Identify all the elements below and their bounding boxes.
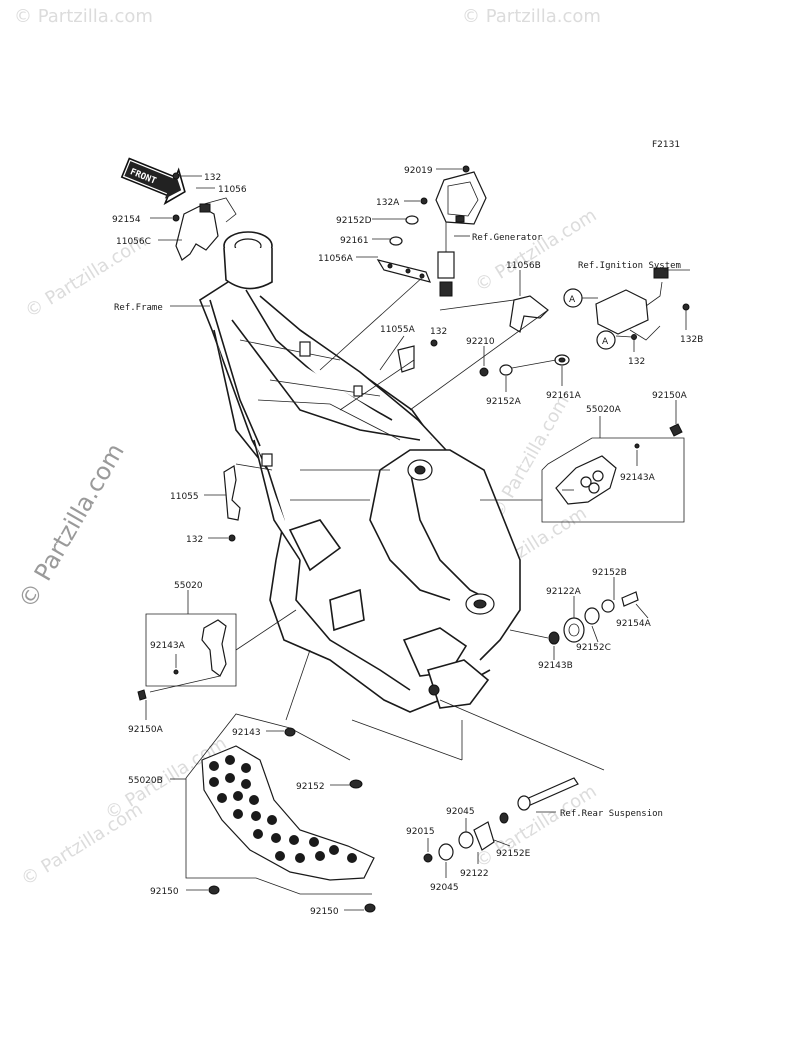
part-label: 92150A (128, 725, 164, 735)
bracket-11055-drawing (223, 465, 241, 542)
bracket-11055a-drawing (397, 339, 438, 373)
part-label: 11056C (116, 237, 151, 247)
regulator-drawing (435, 165, 487, 297)
part-label: 92045 (446, 807, 475, 817)
watermark-text: © Partzilla.com (486, 392, 574, 523)
part-label: 11056A (318, 254, 354, 264)
part-label: 132A (376, 198, 400, 208)
part-label: 92152 (296, 782, 325, 792)
bracket-11056a-drawing (376, 197, 431, 283)
front-arrow-icon: FRONT (120, 157, 186, 206)
watermark-group: © Partzilla.com © Partzilla.com © Partzi… (13, 6, 601, 890)
callout-a-label: A (569, 295, 576, 305)
collar-set-drawing (479, 354, 570, 377)
part-label: 132B (680, 335, 703, 345)
part-label: 132 (186, 535, 203, 545)
part-label: 92143A (620, 473, 656, 483)
part-label: 92122A (546, 587, 582, 597)
skid-plate-drawing (185, 713, 376, 913)
part-label: 92152D (336, 216, 372, 226)
part-label: 92154A (616, 619, 652, 629)
part-label: 55020A (586, 405, 622, 415)
rear-suspension-hardware-drawing (423, 777, 579, 863)
part-label: 11055 (170, 492, 199, 502)
bracket-11056-drawing (172, 172, 237, 261)
watermark-text: © Partzilla.com (462, 6, 601, 27)
part-label: 92152A (486, 397, 522, 407)
bracket-11056b-drawing: A (509, 288, 583, 333)
ref-frame-label: Ref.Frame (114, 303, 163, 313)
watermark-text: © Partzilla.com (14, 6, 153, 27)
part-label: 92152B (592, 568, 627, 578)
part-label: 11055A (380, 325, 416, 335)
guard-55020a-drawing (541, 423, 685, 523)
callout-a-circle (596, 330, 616, 350)
part-label: 92152C (576, 643, 611, 653)
part-label: 92154 (112, 215, 141, 225)
part-label: 92150 (150, 887, 179, 897)
part-label: 92161A (546, 391, 582, 401)
ref-generator-label: Ref.Generator (472, 233, 543, 243)
part-label: 11056 (218, 185, 247, 195)
diagram-code: F2131 (652, 140, 680, 150)
part-label: 132 (204, 173, 221, 183)
callout-a-label: A (602, 337, 609, 347)
ignition-coil-drawing: A (595, 267, 690, 350)
part-label: 92150A (652, 391, 688, 401)
part-label: 92015 (406, 827, 435, 837)
watermark-main: © Partzilla.com (13, 439, 130, 613)
part-label: 92143B (538, 661, 573, 671)
ref-rear-suspension-label: Ref.Rear Suspension (560, 809, 663, 819)
frame-drawing (199, 231, 521, 713)
leader-lines (145, 168, 690, 911)
part-label: 92210 (466, 337, 495, 347)
part-label: 55020B (128, 776, 163, 786)
part-label: 92150 (310, 907, 339, 917)
part-label: 92122 (460, 869, 489, 879)
part-label: 92143A (150, 641, 186, 651)
part-label: 92045 (430, 883, 459, 893)
part-labels: 132 11056 92154 11056C Ref.Frame 92019 1… (112, 166, 703, 917)
part-label: 55020 (174, 581, 203, 591)
part-label: 92152E (496, 849, 531, 859)
ref-ignition-label: Ref.Ignition System (578, 261, 681, 271)
part-label: 132 (430, 327, 447, 337)
part-label: 92143 (232, 728, 261, 738)
pivot-hardware-drawing (548, 591, 639, 645)
part-label: 92019 (404, 166, 433, 176)
guard-55020-drawing (137, 613, 237, 701)
part-label: 132 (628, 357, 645, 367)
watermark-text: © Partzilla.com (472, 205, 601, 296)
part-label: 92161 (340, 236, 369, 246)
part-label: 11056B (506, 261, 541, 271)
